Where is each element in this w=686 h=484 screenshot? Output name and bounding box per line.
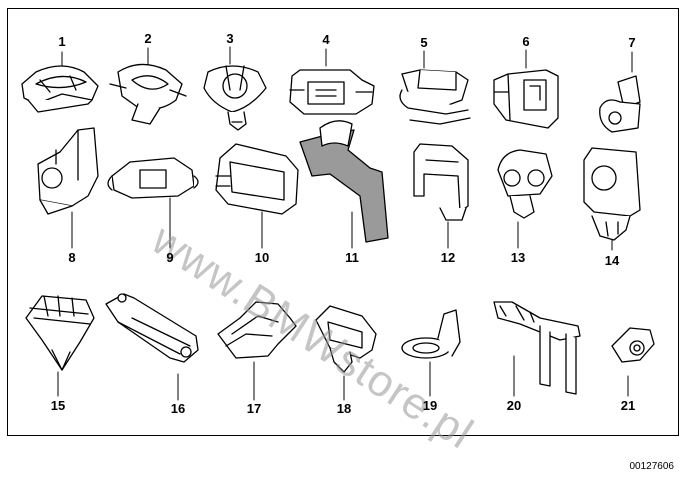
part-21-clip xyxy=(611,327,655,363)
callout-21: 21 xyxy=(620,398,636,413)
part-11-bracket xyxy=(299,120,389,243)
part-2-clip xyxy=(109,63,187,125)
part-14-clip xyxy=(583,147,641,241)
callout-16: 16 xyxy=(170,401,186,416)
part-15-clip xyxy=(25,295,95,371)
part-10-clip xyxy=(215,143,299,215)
callout-19: 19 xyxy=(422,398,438,413)
part-5-clip xyxy=(399,69,471,125)
part-4-clip xyxy=(289,69,375,115)
callout-10: 10 xyxy=(254,250,270,265)
part-6-clip xyxy=(493,69,559,129)
callout-18: 18 xyxy=(336,401,352,416)
reference-code: 00127606 xyxy=(629,461,675,472)
leader-lines xyxy=(57,46,633,401)
callout-5: 5 xyxy=(420,35,428,50)
callout-6: 6 xyxy=(522,34,530,49)
callout-1: 1 xyxy=(58,34,66,49)
callout-7: 7 xyxy=(628,35,636,50)
callout-15: 15 xyxy=(50,398,66,413)
callout-2: 2 xyxy=(144,31,152,46)
part-18-clip xyxy=(315,305,377,373)
part-13-clip xyxy=(497,149,553,219)
callout-3: 3 xyxy=(226,31,234,46)
callout-8: 8 xyxy=(68,250,76,265)
part-12-bracket xyxy=(413,143,469,221)
part-3-clip xyxy=(203,65,267,131)
callout-12: 12 xyxy=(440,250,456,265)
callout-17: 17 xyxy=(246,401,262,416)
diagram-frame xyxy=(7,8,679,436)
callout-9: 9 xyxy=(166,250,174,265)
part-16-bracket xyxy=(105,293,199,363)
callout-11: 11 xyxy=(345,250,359,265)
part-17-clip xyxy=(217,301,297,359)
callout-20: 20 xyxy=(506,398,522,413)
callout-4: 4 xyxy=(322,32,330,47)
part-7-clip xyxy=(599,75,641,133)
callout-13: 13 xyxy=(510,250,526,265)
part-19-bracket xyxy=(401,309,461,359)
part-20-bracket xyxy=(493,301,581,395)
callout-14: 14 xyxy=(604,253,620,268)
part-8-clip xyxy=(37,127,99,215)
part-9-clip xyxy=(107,157,199,199)
part-1-clip xyxy=(21,65,99,113)
